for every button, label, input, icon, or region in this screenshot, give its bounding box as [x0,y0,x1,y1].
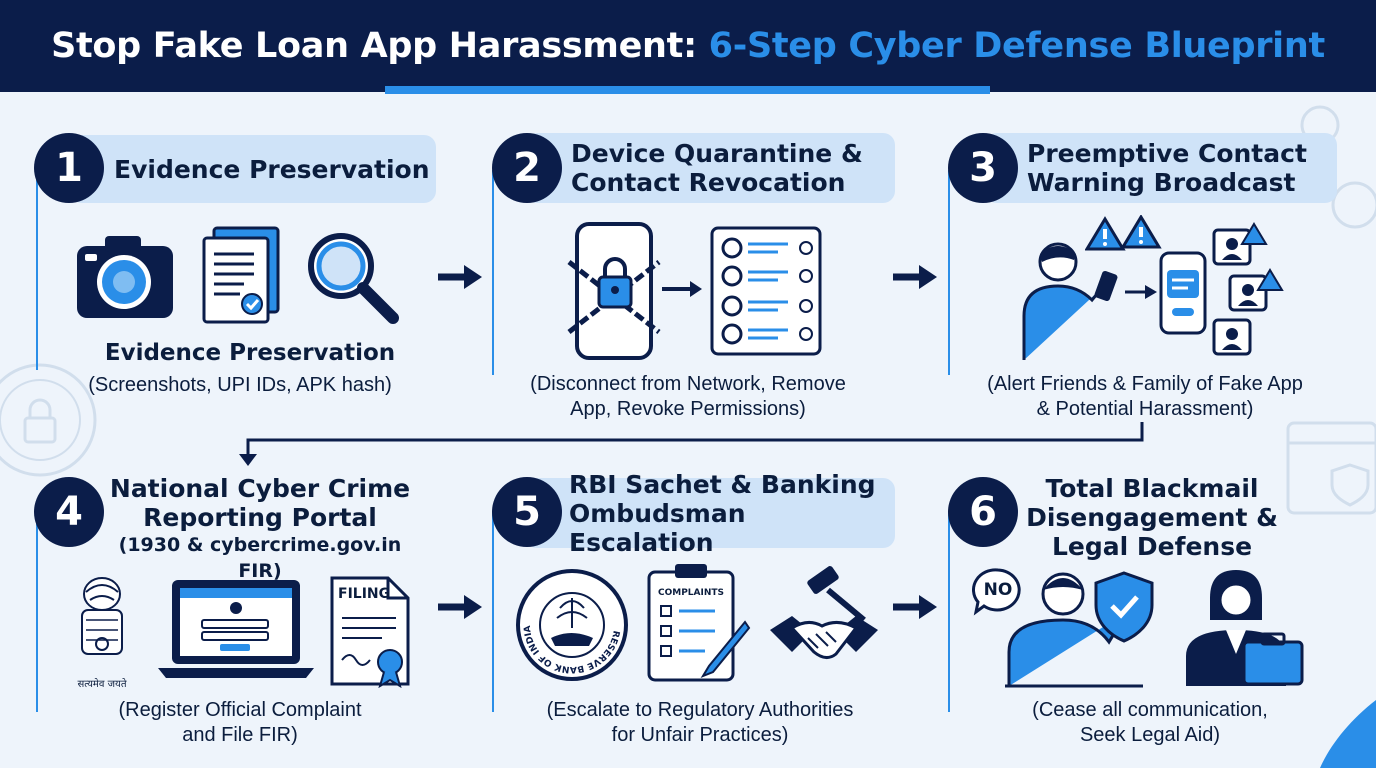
step5-caption: (Escalate to Regulatory Authorities for … [510,698,890,748]
step4-title: National Cyber Crime Reporting Portal (1… [100,474,420,584]
step6-caption: (Cease all communication, Seek Legal Aid… [960,698,1340,748]
step2-title-line2: Contact Revocation [571,168,846,197]
step4-title-line3: (1930 & cybercrime.gov.in FIR) [118,534,402,582]
document-check-icon [202,226,280,324]
person-no-icon [1005,572,1143,688]
step4-line [36,512,38,712]
step1-number-badge: 1 [34,133,104,203]
step5-caption-line1: (Escalate to Regulatory Authorities [546,699,854,721]
shield-check-icon [1094,571,1154,643]
step4-number-badge: 4 [34,477,104,547]
step5-line [492,512,494,712]
step2-caption: (Disconnect from Network, Remove App, Re… [498,372,878,422]
filing-document-icon [330,576,410,688]
step1-header: Evidence Preservation [70,135,436,203]
step4-caption-line2: and File FIR) [182,724,298,746]
locked-phone-icon [567,222,661,360]
step6-title-line1: Total Blackmail [1045,474,1259,503]
chat-warning-icon [1212,222,1284,356]
step5-title: RBI Sachet & Banking Ombudsman Escalatio… [569,470,895,557]
emblem-motto: सत्यमेव जयते [77,679,127,690]
filing-label: FILING [338,586,391,602]
rbi-seal-icon: RESERVE BANK OF INDIA [516,569,628,681]
arrow-4-to-5 [438,595,482,619]
step2-line [492,170,494,375]
person-phone-icon [1022,242,1118,360]
step3-line [948,170,950,375]
lawyer-briefcase-icon [1186,570,1304,686]
step2-number-badge: 2 [492,133,562,203]
step5-title-line1: RBI Sachet & Banking [569,469,876,499]
step2-caption-line1: (Disconnect from Network, Remove [530,373,846,395]
step3-header: Preemptive Contact Warning Broadcast [985,133,1337,203]
step3-title: Preemptive Contact Warning Broadcast [1027,139,1307,197]
complaints-clipboard-icon [647,564,751,682]
corner-accent [1320,700,1376,768]
arrow-5-to-6 [893,595,937,619]
step6-title-line3: Legal Defense [1051,532,1253,561]
step3-title-line2: Warning Broadcast [1027,168,1296,197]
small-arrow-icon [662,281,702,297]
step1-caption: (Screenshots, UPI IDs, APK hash) [88,374,392,396]
step4-caption-line1: (Register Official Complaint [118,699,362,721]
step2-title: Device Quarantine & Contact Revocation [571,139,863,197]
warning-icon [1085,215,1162,251]
step2-caption-line2: App, Revoke Permissions) [570,398,806,420]
title-main: Stop Fake Loan App Harassment: [51,26,709,66]
title-accent: 6-Step Cyber Defense Blueprint [708,26,1326,66]
step5-header: RBI Sachet & Banking Ombudsman Escalatio… [525,470,895,557]
step1-title: Evidence Preservation [114,154,430,184]
step3-title-line1: Preemptive Contact [1027,139,1307,168]
magnifier-icon [308,233,399,324]
step3-caption: (Alert Friends & Family of Fake App & Po… [955,372,1335,422]
no-label: NO [983,580,1013,600]
step3-caption-line1: (Alert Friends & Family of Fake App [987,373,1303,395]
step5-title-line2: Ombudsman Escalation [569,498,746,557]
gavel-handshake-icon [770,566,878,659]
speech-bubble-no-icon [972,568,1021,616]
step4-title-line2: Reporting Portal [143,503,377,532]
arrow-2-to-3 [893,265,937,289]
arrow-1-to-2 [438,265,482,289]
complaints-label: COMPLAINTS [657,588,724,598]
connector-3-to-4 [239,422,1144,466]
step6-title: Total Blackmail Disengagement & Legal De… [1012,474,1292,561]
step4-caption: (Register Official Complaint and File FI… [50,698,430,748]
step6-line [948,512,950,712]
step5-caption-line2: for Unfair Practices) [611,724,789,746]
step6-caption-line1: (Cease all communication, [1032,699,1268,721]
step6-caption-line2: Seek Legal Aid) [1079,724,1221,746]
step5-number-badge: 5 [492,477,562,547]
step2-title-line1: Device Quarantine & [571,139,863,168]
camera-icon [77,236,173,318]
step2-header: Device Quarantine & Contact Revocation [525,133,895,203]
header-underline [385,86,990,94]
step1-line [36,170,38,370]
step3-number-badge: 3 [948,133,1018,203]
contact-list-icon [710,226,822,356]
phone-chat-icon [1159,251,1207,335]
small-arrow-icon-2 [1125,285,1157,299]
page-title: Stop Fake Loan App Harassment: 6-Step Cy… [51,26,1325,66]
step6-title-line2: Disengagement & [1026,503,1278,532]
laptop-portal-icon [158,580,314,678]
step3-caption-line2: & Potential Harassment) [1036,398,1254,420]
national-emblem-icon [81,577,123,655]
background-lock-icon [0,363,97,477]
step1-subtitle: Evidence Preservation [104,340,396,366]
page-header: Stop Fake Loan App Harassment: 6-Step Cy… [0,0,1376,92]
step4-title-line1: National Cyber Crime [109,474,411,503]
background-browser-icon [1286,421,1376,515]
step6-number-badge: 6 [948,477,1018,547]
